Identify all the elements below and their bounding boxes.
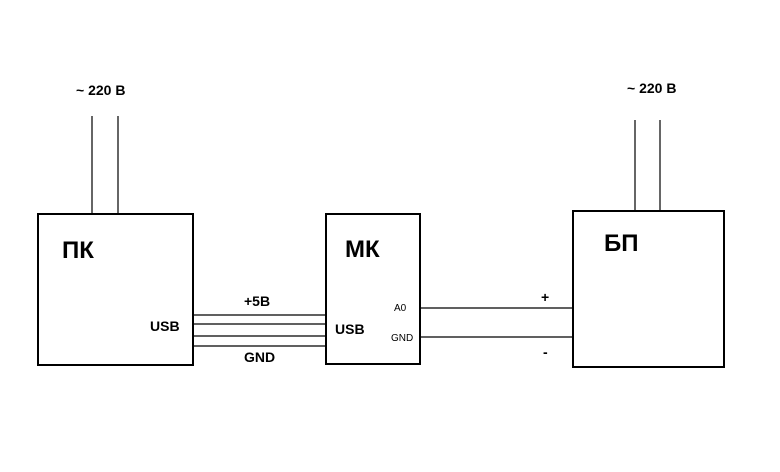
mc-usb-label: USB	[335, 321, 365, 337]
pc-usb-label: USB	[150, 318, 180, 334]
pc-label: ПК	[62, 237, 94, 264]
mc-label: МК	[345, 236, 380, 263]
usb-gnd-label: GND	[244, 349, 275, 365]
mc-pin-gnd: GND	[391, 333, 413, 344]
mc-block: МК USB A0 GND	[325, 213, 421, 365]
pc-mains-wires	[91, 116, 119, 214]
mc-pin-a0: A0	[394, 303, 407, 314]
mc-box	[325, 213, 421, 365]
psu-minus-label: -	[543, 344, 548, 360]
psu-link-wires	[420, 307, 573, 338]
pc-block: ПК USB	[37, 213, 194, 366]
psu-mains-wires	[634, 120, 661, 211]
pc-power-label: ~ 220 В	[76, 82, 125, 98]
psu-power-label: ~ 220 В	[627, 80, 676, 96]
pc-box	[37, 213, 194, 366]
psu-block: БП	[572, 210, 725, 368]
psu-plus-label: +	[541, 289, 549, 305]
psu-box	[572, 210, 725, 368]
usb-bus	[193, 314, 326, 347]
psu-label: БП	[604, 230, 639, 257]
usb-plus-label: +5В	[244, 293, 270, 309]
